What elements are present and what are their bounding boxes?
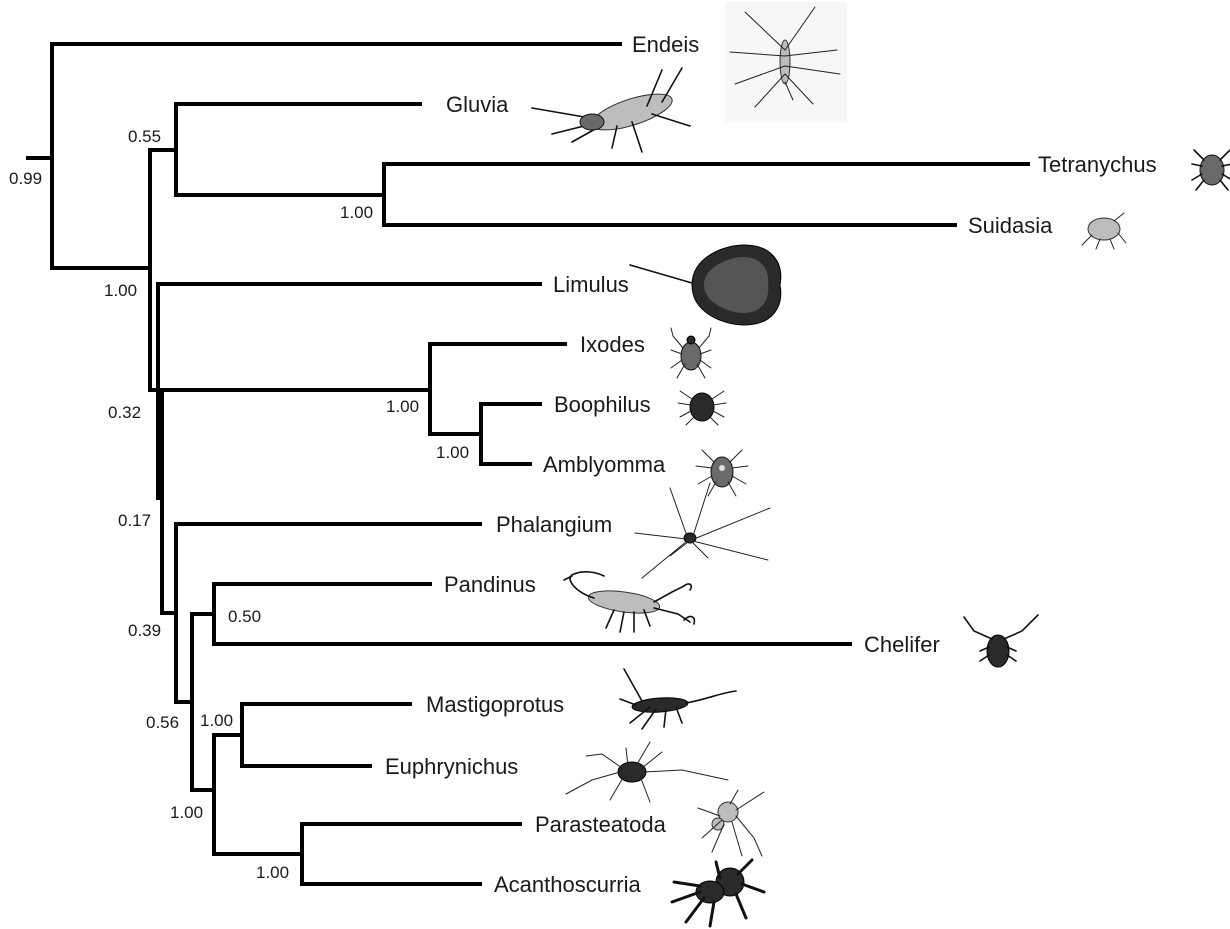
horseshoe-crab-icon (630, 245, 781, 325)
support-value-limulus-rest: 0.32 (108, 403, 141, 422)
scorpion-icon (564, 572, 694, 632)
solifuge-icon (532, 68, 690, 152)
spider-mite-icon (1192, 150, 1230, 190)
taxon-label-gluvia: Gluvia (446, 92, 509, 117)
taxon-label-endeis: Endeis (632, 32, 699, 57)
tick-icon (671, 328, 711, 378)
pseudoscorpion-icon (964, 615, 1038, 667)
whip-scorpion-icon (620, 669, 736, 729)
support-value-araneae: 1.00 (256, 863, 289, 882)
harvestman-icon (635, 483, 770, 578)
support-value-arachnida: 1.00 (104, 281, 137, 300)
mite-icon (1082, 213, 1126, 249)
support-value-ticks: 1.00 (386, 397, 419, 416)
house-spider-icon (698, 790, 764, 856)
support-value-ticks-rest: 0.17 (118, 511, 151, 530)
taxon-label-tetranychus: Tetranychus (1038, 152, 1157, 177)
tree-branches (28, 44, 1028, 884)
support-value-root: 0.99 (9, 169, 42, 188)
taxon-label-mastigoprotus: Mastigoprotus (426, 692, 564, 717)
tarantula-icon (672, 860, 764, 926)
taxon-label-pandinus: Pandinus (444, 572, 536, 597)
support-value-mites: 1.00 (340, 203, 373, 222)
lone-star-tick-icon (696, 450, 748, 496)
taxon-label-suidasia: Suidasia (968, 213, 1053, 238)
taxon-label-amblyomma: Amblyomma (543, 452, 666, 477)
whip-spider-icon (566, 742, 728, 802)
taxon-label-limulus: Limulus (553, 272, 629, 297)
support-value-phalangium-rest: 0.39 (128, 621, 161, 640)
taxon-label-phalangium: Phalangium (496, 512, 612, 537)
taxon-label-acanthoscurria: Acanthoscurria (494, 872, 642, 897)
support-value-tetrapulmonata: 1.00 (170, 803, 203, 822)
support-value-gluvia-mites: 0.55 (128, 127, 161, 146)
support-value-pedipalpi: 1.00 (200, 711, 233, 730)
cattle-tick-icon (678, 391, 726, 425)
taxon-label-parasteatoda: Parasteatoda (535, 812, 667, 837)
taxon-label-boophilus: Boophilus (554, 392, 651, 417)
taxon-label-ixodes: Ixodes (580, 332, 645, 357)
support-value-pandinus-chelifer: 0.50 (228, 607, 261, 626)
sea-spider-icon (725, 2, 847, 122)
support-value-scorp-tetrapulmonata: 0.56 (146, 713, 179, 732)
support-value-boophilus-amblyomma: 1.00 (436, 443, 469, 462)
taxon-label-chelifer: Chelifer (864, 632, 940, 657)
taxon-label-euphrynichus: Euphrynichus (385, 754, 518, 779)
